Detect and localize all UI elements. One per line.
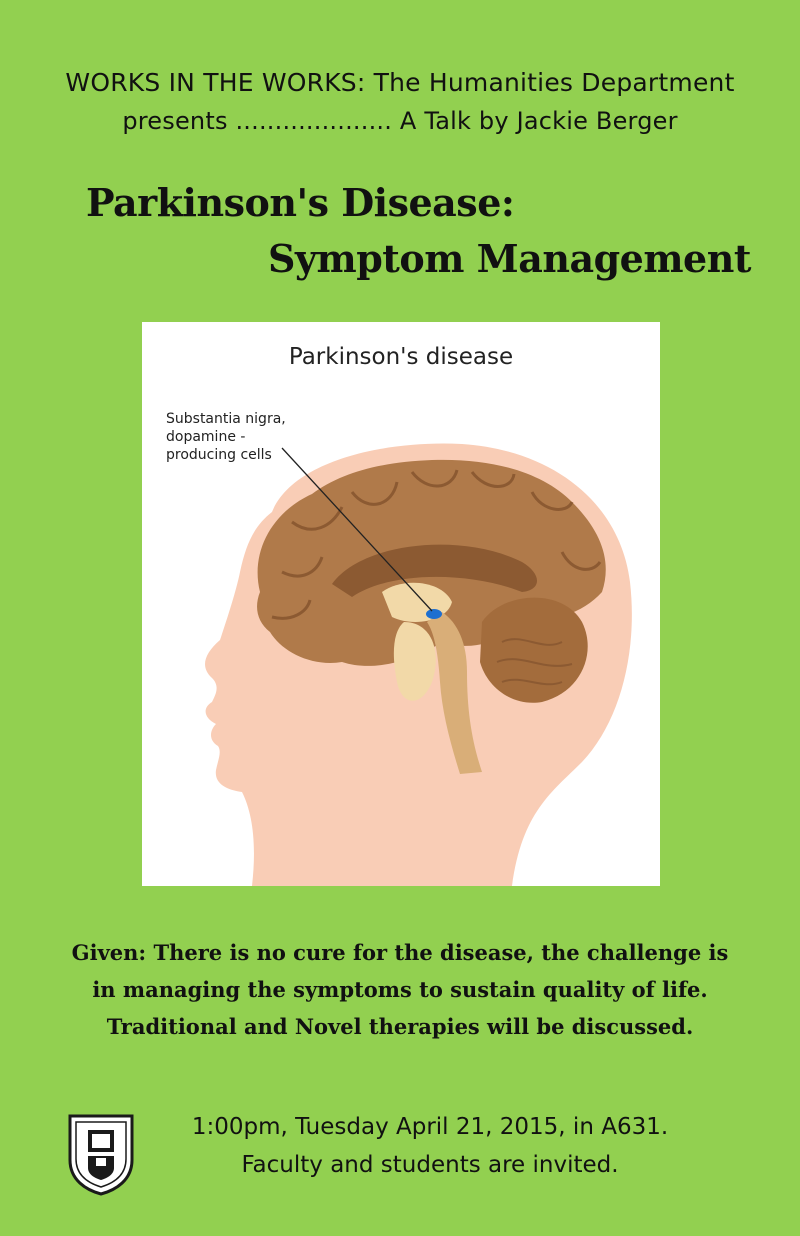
illustration-title: Parkinson's disease [288,344,514,370]
midbrain [393,622,436,701]
label-line-1: Substantia nigra, [166,411,286,427]
brain-illustration: Parkinson's disease Substantia nigra, do… [142,322,660,886]
page-title-line-2: Symptom Management [268,236,751,281]
substantia-nigra-marker [426,609,442,619]
label-line-2: dopamine - [166,429,246,445]
header-line-2: presents .................... A Talk by … [122,107,678,135]
description-line-3: Traditional and Novel therapies will be … [106,1014,694,1039]
description-line-2: in managing the symptoms to sustain qual… [92,977,708,1002]
description-line-1: Given: There is no cure for the disease,… [71,940,729,965]
brainstem [427,612,482,774]
label-line-3: producing cells [166,447,272,463]
page-title-line-1: Parkinson's Disease: [86,180,515,225]
description: Given: There is no cure for the disease,… [0,934,800,1045]
cerebellum [480,597,588,703]
brain-illustration-icon [205,443,632,886]
event-time-location: 1:00pm, Tuesday April 21, 2015, in A631. [191,1114,669,1140]
cerebellum-folds [496,638,573,686]
header-line-1: WORKS IN THE WORKS: The Humanities Depar… [65,68,735,97]
college-seal-icon [66,1112,136,1196]
substantia-nigra-label: Substantia nigra, dopamine - producing c… [166,410,336,464]
event-invitation: Faculty and students are invited. [241,1152,619,1178]
event-details: 1:00pm, Tuesday April 21, 2015, in A631.… [150,1108,710,1184]
brain-gyri [271,469,602,620]
college-seal-svg [68,1114,134,1196]
label-pointer-line [281,447,433,612]
